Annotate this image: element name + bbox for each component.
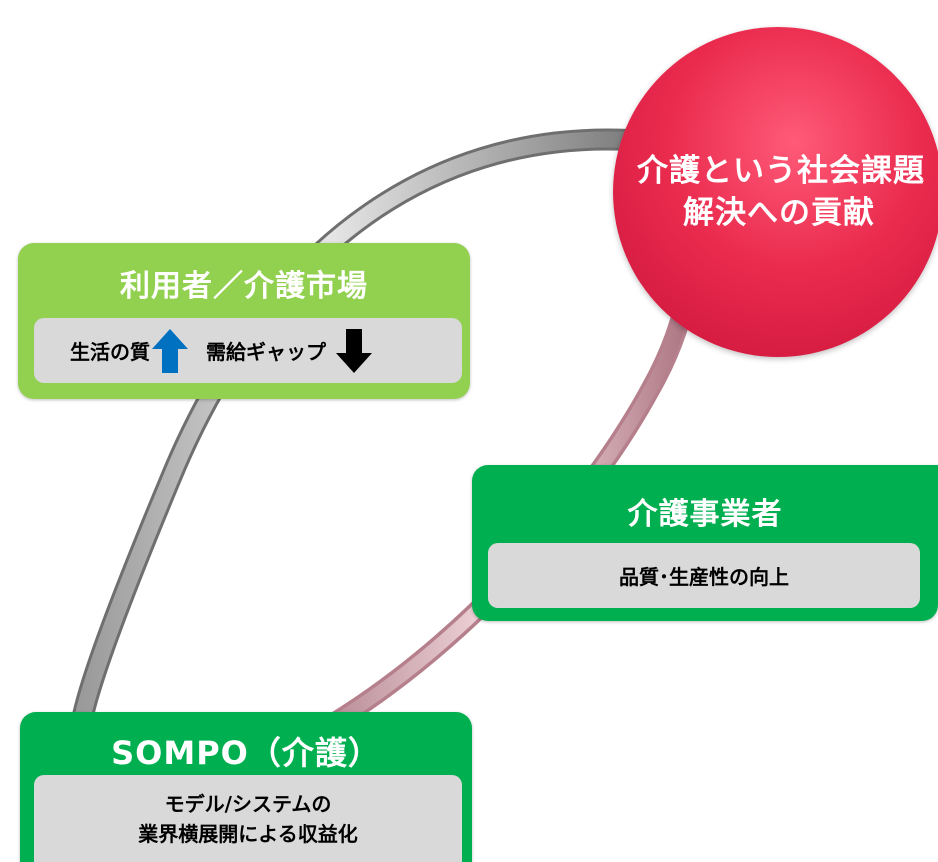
circle-line1: 介護という社会課題: [637, 153, 925, 189]
care-provider-panel: 品質･生産性の向上: [488, 543, 920, 608]
supply-demand-gap-label: 需給ギャップ: [206, 340, 326, 364]
up-arrow-icon: [152, 328, 188, 373]
sompo-line2: 業界横展開による収益化: [138, 821, 358, 846]
care-provider-box: 介護事業者 品質･生産性の向上: [472, 465, 938, 621]
quality-of-life-label: 生活の質: [70, 340, 150, 364]
down-arrow-icon: [336, 328, 372, 373]
social-contribution-circle: 介護という社会課題 解決への貢献: [613, 27, 938, 357]
user-market-box: 利用者／介護市場 生活の質 需給ギャップ: [18, 243, 470, 399]
sompo-box: SOMPO（介護） モデル/システムの 業界横展開による収益化: [20, 712, 472, 862]
ring-arc-outer-highlight: [74, 131, 638, 728]
user-market-panel: 生活の質 需給ギャップ: [34, 318, 462, 383]
sompo-panel: モデル/システムの 業界横展開による収益化: [34, 775, 462, 862]
care-provider-title: 介護事業者: [627, 497, 783, 532]
sompo-title: SOMPO（介護）: [111, 734, 381, 772]
sompo-line1: モデル/システムの: [164, 791, 332, 816]
user-market-title: 利用者／介護市場: [120, 269, 368, 304]
circle-line2: 解決への貢献: [683, 195, 875, 231]
quality-productivity-label: 品質･生産性の向上: [619, 565, 789, 589]
